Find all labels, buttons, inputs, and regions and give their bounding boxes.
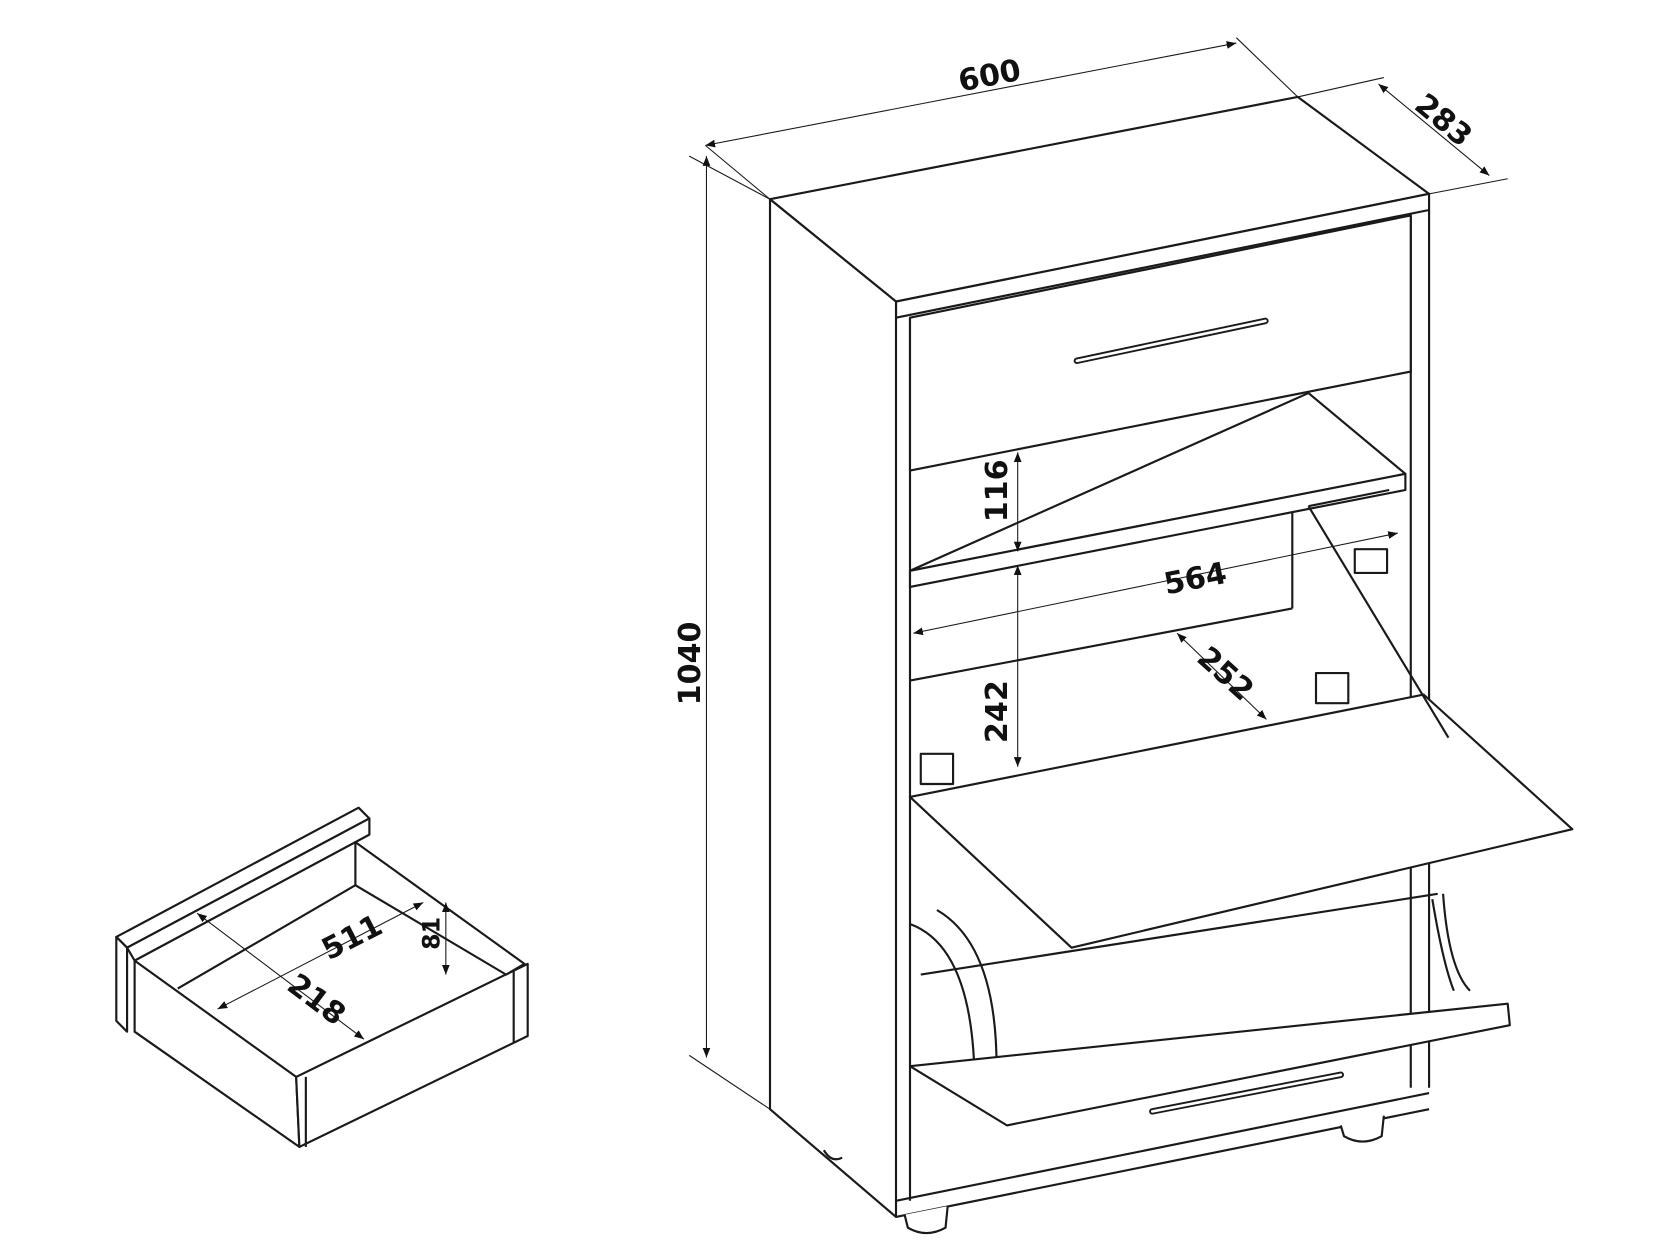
dim-compartment-height: 242 <box>980 680 1015 743</box>
foot-front-left <box>903 1206 949 1235</box>
cabinet <box>768 95 1574 1235</box>
cabinet-left-side <box>768 198 898 1218</box>
dim-drawer-depth: 218 <box>281 967 352 1033</box>
dim-drawer-width: 511 <box>316 908 388 968</box>
dim-top-shelf-gap: 116 <box>980 459 1015 522</box>
open-flap-lower <box>908 1002 1511 1127</box>
foot-back-left <box>822 1149 843 1161</box>
dim-depth: 283 <box>1408 87 1479 154</box>
dimension-lines <box>196 37 1508 1110</box>
dim-drawer-height: 81 <box>417 917 445 950</box>
dim-width: 600 <box>955 53 1023 99</box>
foot-front-right <box>1339 1115 1385 1143</box>
open-flap-upper <box>908 693 1574 949</box>
dim-compartment-depth: 252 <box>1190 640 1260 708</box>
dim-inner-width: 564 <box>1161 556 1229 602</box>
dim-height: 1040 <box>673 621 708 705</box>
drawer-detail <box>115 806 529 1148</box>
shoe-rack-arc <box>909 893 1471 1088</box>
